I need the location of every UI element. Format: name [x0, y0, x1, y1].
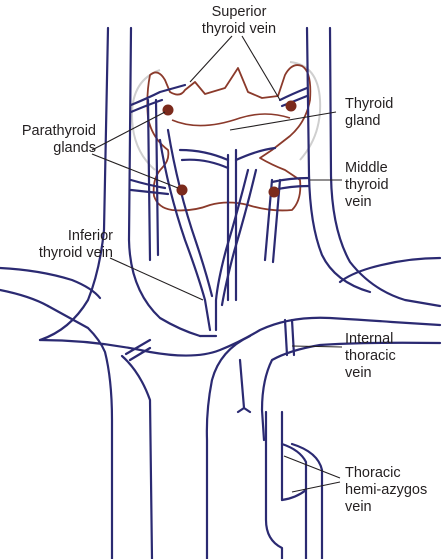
internal-thoracic-vein-2	[290, 318, 296, 357]
hemiazygos-right	[280, 442, 308, 559]
parathyroid-upper-right	[285, 100, 297, 112]
thyroid-isthmus	[171, 113, 291, 127]
svc-branch	[236, 358, 252, 414]
thoracic-hemiazygos-vein	[264, 410, 284, 559]
leader-internal-thoracic	[291, 345, 343, 348]
left-internal-jugular-vein	[38, 26, 110, 342]
inferior-thyroid-vein-left-2	[166, 128, 214, 298]
leader-inferior-thyroid	[109, 257, 204, 301]
leader-hemiazygos-lower	[291, 481, 341, 493]
hemiazygos-right-outer	[290, 442, 324, 559]
leader-parathyroid-upper	[91, 111, 166, 151]
left-small-branch	[124, 338, 152, 362]
left-subclavian-vein	[0, 266, 102, 300]
left-internal-jugular-vein-inner	[127, 26, 202, 338]
left-subclavian-vein-lower	[0, 288, 50, 308]
inferior-thyroid-vein-right-2	[220, 168, 258, 307]
inferior-thyroid-vein-right	[214, 168, 250, 332]
label-thyroid-gland: Thyroid gland	[345, 96, 394, 129]
label-inferior-thyroid-vein: Inferior thyroid vein	[38, 228, 113, 261]
hemiazygos-cross	[280, 488, 308, 502]
label-middle-thyroid-vein: Middle thyroid vein	[345, 160, 389, 210]
thyroid-halo	[130, 61, 322, 171]
superior-thyroid-vein-left	[129, 83, 187, 114]
left-thyroid-lateral-vein	[146, 98, 160, 262]
leader-superior-thyroid-right	[241, 35, 281, 101]
parathyroid-upper-left	[162, 104, 174, 116]
right-subclavian-vein	[338, 256, 442, 284]
leader-hemiazygos-upper	[283, 455, 341, 479]
label-internal-thoracic-vein: Internal thoracic vein	[345, 331, 396, 381]
leader-thyroid-gland	[229, 111, 337, 131]
leader-superior-thyroid-left	[189, 35, 233, 83]
right-internal-jugular-vein-inner	[328, 26, 442, 308]
label-parathyroid-glands: Parathyroid glands	[21, 123, 96, 156]
thyroid-central-vein	[226, 148, 238, 302]
left-parathyroid-branch	[129, 178, 170, 196]
right-internal-jugular-vein	[305, 26, 372, 294]
left-axillary-vein	[46, 304, 114, 559]
label-thoracic-hemiazygos-vein: Thoracic hemi-azygos vein	[345, 465, 428, 515]
parathyroid-lower-left	[176, 184, 188, 196]
left-brachiocephalic-vein	[38, 316, 442, 357]
superior-vena-cava-left	[205, 334, 252, 559]
internal-thoracic-vein	[283, 318, 289, 357]
superior-vena-cava-right	[260, 341, 442, 442]
label-superior-thyroid-vein: Superior thyroid vein	[201, 4, 277, 37]
leader-parathyroid-lower	[91, 153, 179, 189]
parathyroid-lower-right	[268, 186, 280, 198]
thyroid-central-branches	[178, 146, 277, 170]
left-brachiocephalic-vein-lower	[120, 354, 154, 559]
inferior-thyroid-vein-left	[158, 138, 212, 332]
